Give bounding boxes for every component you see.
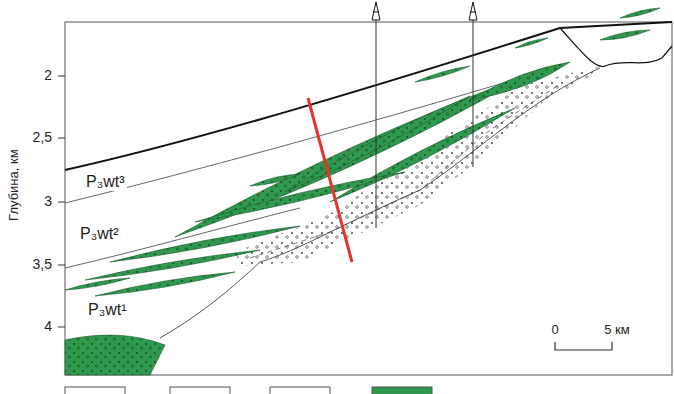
formation-boundary — [65, 208, 300, 268]
scale-label: 5 км — [604, 323, 629, 337]
fault-line — [308, 98, 352, 262]
well — [469, 2, 477, 167]
tick-label: 2 — [44, 68, 52, 83]
tick-label: 3 — [44, 194, 52, 209]
sandstone-lenses — [65, 8, 660, 375]
axis-title: Глубина, км — [7, 149, 21, 221]
tick-label: 4 — [44, 319, 52, 334]
legend-swatches — [65, 387, 432, 394]
basin-margin — [160, 68, 600, 338]
axis-ticks — [58, 76, 65, 327]
scale-bar — [555, 342, 612, 350]
formation-label: P₃wt³ — [84, 173, 127, 191]
surface-line — [65, 22, 672, 170]
scale-label: 0 — [551, 323, 558, 337]
formation-label: P₃wt² — [78, 225, 121, 243]
tick-label: 2,5 — [33, 130, 52, 145]
surface-relief — [560, 28, 672, 67]
well — [372, 2, 380, 228]
formation-label: P₃wt¹ — [86, 301, 129, 319]
tick-label: 3,5 — [33, 257, 52, 272]
dashed-boundary — [250, 84, 560, 258]
margin-belt — [235, 66, 600, 266]
frame — [65, 22, 672, 375]
